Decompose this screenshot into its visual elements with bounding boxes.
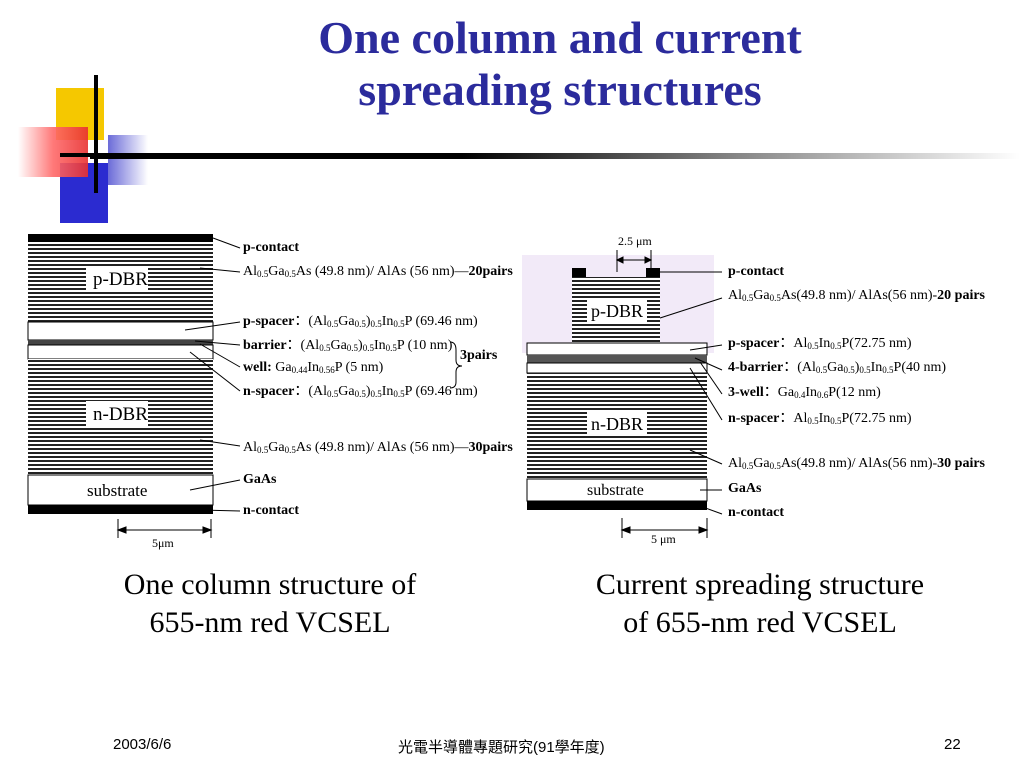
right-bottom-dbr-label: Al0.5Ga0.5As(49.8 nm)/ AlAs(56 nm)-30 pa… xyxy=(728,456,985,471)
right-p-dbr-label-bg xyxy=(587,298,647,322)
left-top-dbr-label: Al0.5Ga0.5As (49.8 nm)/ AlAs (56 nm)—20p… xyxy=(243,264,513,279)
right-n-spacer-label: n-spacer：Al0.5In0.5P(72.75 nm) xyxy=(728,411,912,426)
left-p-dbr-label: p-DBR xyxy=(93,269,148,290)
right-p-contact-right xyxy=(646,268,660,277)
right-top-dbr-label: Al0.5Ga0.5As(49.8 nm)/ AlAs(56 nm)-20 pa… xyxy=(728,288,985,303)
right-n-spacer-layer xyxy=(526,362,708,374)
right-caption-line-2: of 655-nm red VCSEL xyxy=(623,606,897,639)
decor-blue-small xyxy=(108,135,148,185)
left-width-dimension: 5μm xyxy=(152,536,174,550)
right-p-spacer-layer xyxy=(526,342,708,356)
left-p-spacer-layer xyxy=(27,321,214,341)
left-substrate-label: substrate xyxy=(87,481,148,500)
left-p-contact-layer xyxy=(28,234,213,242)
decor-vline xyxy=(94,75,98,193)
left-p-contact-label: p-contact xyxy=(243,240,299,255)
footer-center-text: 光電半導體專題研究(91學年度) xyxy=(398,739,605,756)
left-n-contact-label: n-contact xyxy=(243,503,299,518)
right-leader-lines xyxy=(615,250,723,538)
right-substrate-label-bg xyxy=(582,482,658,500)
right-active-layer xyxy=(527,355,707,363)
left-n-spacer-layer xyxy=(27,344,214,360)
right-substrate-label: substrate xyxy=(587,482,644,499)
right-caption: Current spreading structure of 655-nm re… xyxy=(520,566,1000,642)
left-n-spacer-label: n-spacer：(Al0.5Ga0.5)0.5In0.5P (69.46 nm… xyxy=(243,384,478,399)
right-well-label: 3-well：Ga0.4In0.6P(12 nm) xyxy=(728,385,881,400)
right-layers xyxy=(522,255,714,510)
left-n-dbr-label-bg xyxy=(86,401,148,427)
left-p-dbr-label-bg xyxy=(86,266,148,292)
left-substrate-label-bg xyxy=(82,481,156,501)
right-n-contact-layer xyxy=(527,501,707,510)
left-bottom-dbr-label: Al0.5Ga0.5As (49.8 nm)/ AlAs (56 nm)—30p… xyxy=(243,440,513,455)
left-active-layer xyxy=(28,340,213,345)
left-caption: One column structure of 655-nm red VCSEL xyxy=(40,566,500,642)
right-caption-line-1: Current spreading structure xyxy=(595,568,925,601)
right-n-dbr-label: n-DBR xyxy=(591,414,644,434)
right-bottom-dimension: 5 μm xyxy=(651,532,676,546)
left-gaas-label: GaAs xyxy=(243,472,277,487)
right-p-dbr-label: p-DBR xyxy=(591,301,644,321)
left-n-contact-layer xyxy=(28,505,213,514)
right-gaas-label: GaAs xyxy=(728,481,762,496)
left-well-label: well: Ga0.44In0.56P (5 nm) xyxy=(243,360,384,375)
left-leader-lines xyxy=(116,237,463,538)
left-caption-line-1: One column structure of xyxy=(123,568,417,601)
decor-red-square xyxy=(18,127,88,177)
right-p-contact-left xyxy=(572,268,586,277)
left-layers xyxy=(27,234,214,514)
right-p-spacer-label: p-spacer：Al0.5In0.5P(72.75 nm) xyxy=(728,336,912,351)
left-p-spacer-label: p-spacer：(Al0.5Ga0.5)0.5In0.5P (69.46 nm… xyxy=(243,314,478,329)
right-p-contact-label: p-contact xyxy=(728,264,784,279)
title-divider xyxy=(90,153,1020,159)
left-caption-line-2: 655-nm red VCSEL xyxy=(149,606,391,639)
title-line-2: spreading structures xyxy=(358,64,762,115)
title-line-1: One column and current xyxy=(318,12,802,63)
footer-date: 2003/6/6 xyxy=(113,736,172,753)
left-n-dbr-label: n-DBR xyxy=(93,404,148,425)
left-3pairs-label: 3pairs xyxy=(460,348,498,363)
right-n-dbr-label-bg xyxy=(587,411,647,435)
right-n-contact-label: n-contact xyxy=(728,505,784,520)
right-barrier-label: 4-barrier：(Al0.5Ga0.5)0.5In0.5P(40 nm) xyxy=(728,360,947,375)
left-barrier-label: barrier：(Al0.5Ga0.5)0.5In0.5P (10 nm) xyxy=(243,338,453,353)
right-top-dimension: 2.5 μm xyxy=(618,234,652,248)
slide-number: 22 xyxy=(944,736,961,753)
page-title: One column and current spreading structu… xyxy=(200,12,920,116)
